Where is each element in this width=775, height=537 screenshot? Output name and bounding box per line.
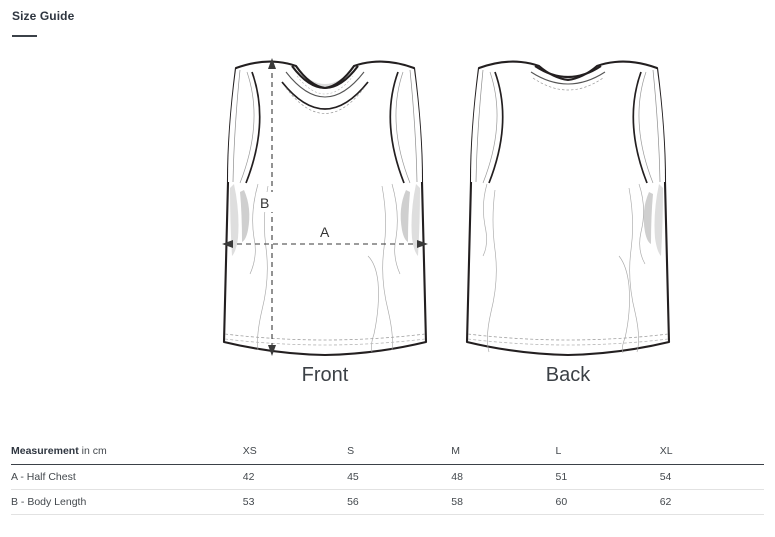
table-row: A - Half Chest 42 45 48 51 54: [11, 464, 764, 490]
front-view-caption: Front: [301, 364, 349, 386]
tank-top-back-illustration: [465, 60, 671, 357]
cell-body-length-s: 56: [347, 489, 452, 515]
cell-half-chest-xl: 54: [659, 464, 764, 490]
cell-body-length-m: 58: [451, 489, 556, 515]
row-label-body-length: B - Body Length: [11, 489, 243, 515]
front-hem-stitching: [224, 333, 426, 346]
column-header-m: M: [451, 438, 556, 465]
front-neckline: [281, 65, 369, 114]
back-shoulder-seams: [475, 69, 661, 183]
table-row: B - Body Length 53 56 58 60 62: [11, 489, 764, 515]
cell-half-chest-l: 51: [555, 464, 660, 490]
front-dimension-lines: [222, 58, 428, 356]
back-hem-stitching: [467, 333, 669, 346]
back-armhole-stitch: [482, 71, 654, 184]
size-chart-header: Measurement in cm XS S M L XL: [11, 438, 764, 465]
page-title: Size Guide: [12, 9, 75, 23]
title-underline-rule: [12, 35, 37, 37]
garment-illustrations: B A Front: [0, 42, 775, 402]
back-armhole-seams: [488, 71, 648, 184]
cell-body-length-xl: 62: [659, 489, 764, 515]
cell-half-chest-xs: 42: [242, 464, 348, 490]
front-shoulder-seams: [232, 69, 418, 183]
garment-front-figure: B A Front: [200, 42, 450, 402]
back-view-caption: Back: [545, 364, 591, 386]
cell-half-chest-m: 48: [451, 464, 556, 490]
column-header-measurement: Measurement in cm: [11, 438, 243, 465]
back-fold-lines: [482, 183, 646, 354]
cell-body-length-xs: 53: [242, 489, 348, 515]
row-label-half-chest: A - Half Chest: [11, 464, 243, 490]
column-header-l: L: [555, 438, 660, 465]
front-armhole-stitch: [239, 71, 411, 184]
size-chart-table: Measurement in cm XS S M L XL A - Half C…: [11, 438, 764, 515]
size-chart-body: A - Half Chest 42 45 48 51 54 B - Body L…: [11, 464, 764, 515]
back-drape-shading: [643, 184, 663, 256]
measurement-header-unit: in cm: [78, 445, 107, 457]
dimension-label-b: B: [260, 195, 269, 211]
front-drape-shading: [230, 184, 420, 256]
dimension-label-a: A: [320, 224, 330, 240]
back-neckline: [530, 65, 606, 91]
column-header-xs: XS: [242, 438, 348, 465]
column-header-xl: XL: [659, 438, 764, 465]
column-header-s: S: [347, 438, 452, 465]
measurement-header-strong: Measurement: [11, 445, 79, 457]
garment-back-figure: Back: [443, 42, 693, 402]
cell-body-length-l: 60: [555, 489, 660, 515]
front-armhole-seams: [245, 71, 405, 184]
tank-top-front-illustration: B A: [222, 58, 428, 357]
front-fold-lines: [249, 183, 401, 353]
cell-half-chest-s: 45: [347, 464, 452, 490]
table-header-row: Measurement in cm XS S M L XL: [11, 438, 764, 465]
